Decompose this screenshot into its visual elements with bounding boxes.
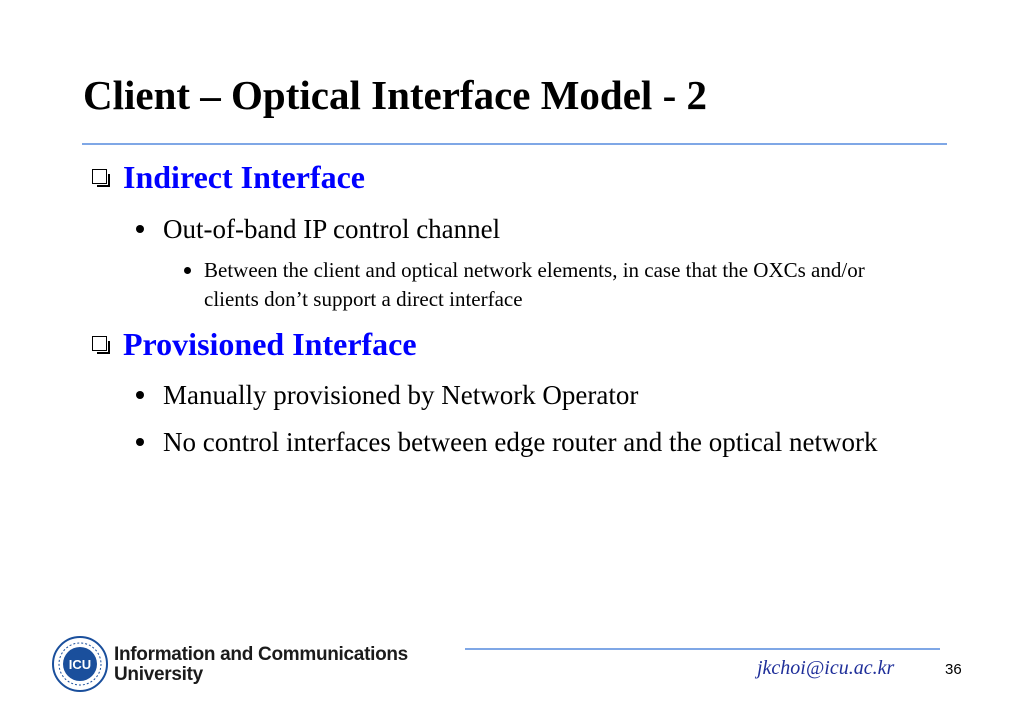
bullet-text: Out-of-band IP control channel bbox=[163, 214, 501, 244]
bullet-text: No control interfaces between edge route… bbox=[163, 427, 878, 457]
footer-divider bbox=[465, 648, 940, 650]
sub-bullet-text: Between the client and optical network e… bbox=[204, 258, 865, 311]
svg-text:ICU: ICU bbox=[69, 657, 91, 672]
bullet-item: No control interfaces between edge route… bbox=[136, 424, 896, 460]
bullet-item: Manually provisioned by Network Operator bbox=[136, 377, 896, 413]
square-bullet-icon bbox=[92, 336, 110, 354]
sub-bullet-item: Between the client and optical network e… bbox=[184, 256, 894, 314]
bullet-dot-icon bbox=[136, 391, 144, 399]
author-email: jkchoi@icu.ac.kr bbox=[757, 657, 895, 679]
section-heading-provisioned: Provisioned Interface bbox=[92, 326, 417, 362]
section-heading-indirect: Indirect Interface bbox=[92, 159, 365, 195]
university-name: Information and Communications Universit… bbox=[114, 644, 408, 685]
title-divider bbox=[82, 143, 947, 145]
bullet-dot-icon bbox=[136, 225, 144, 233]
bullet-dot-icon bbox=[136, 438, 144, 446]
bullet-item: Out-of-band IP control channel bbox=[136, 211, 896, 247]
square-bullet-icon bbox=[92, 169, 110, 187]
bullet-dot-icon bbox=[184, 267, 191, 274]
page-number: 36 bbox=[945, 661, 962, 678]
slide-title: Client – Optical Interface Model - 2 bbox=[83, 72, 707, 118]
university-logo: ICU bbox=[52, 636, 108, 692]
bullet-text: Manually provisioned by Network Operator bbox=[163, 380, 639, 410]
section-heading-text: Provisioned Interface bbox=[123, 326, 417, 362]
section-heading-text: Indirect Interface bbox=[123, 159, 365, 195]
